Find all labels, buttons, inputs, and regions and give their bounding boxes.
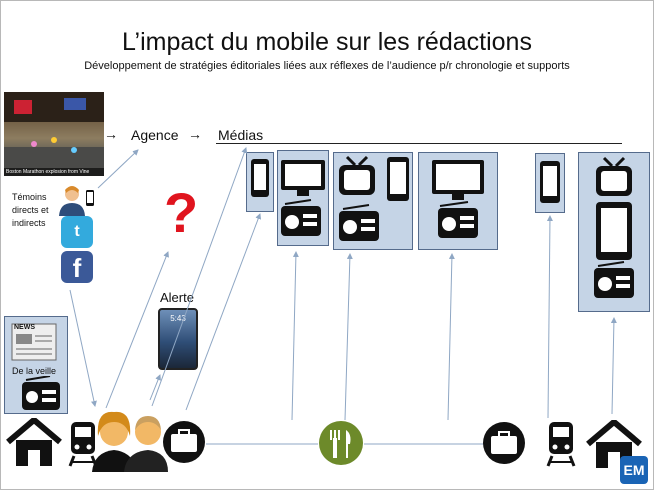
briefcase-icon — [483, 422, 525, 464]
news-label: NEWS — [14, 324, 35, 331]
train-icon — [68, 422, 98, 467]
slide-subtitle: Développement de stratégies éditoriales … — [84, 60, 570, 72]
briefcase-icon — [163, 421, 205, 463]
medias-label: Médias — [218, 127, 264, 143]
fork-knife-icon — [319, 421, 363, 465]
train-icon — [546, 422, 576, 467]
agence-label: Agence — [131, 127, 179, 143]
tv-phone-radio-icon — [339, 155, 409, 241]
witness-label-3: indirects — [12, 218, 46, 228]
timeline-line — [216, 143, 622, 144]
person-phone-icon — [59, 186, 94, 216]
alert-label: Alerte — [160, 290, 194, 305]
people-icon — [92, 411, 168, 472]
phone-time: 5:43 — [170, 314, 186, 323]
newspaper-icon — [11, 323, 57, 361]
radio-icon — [22, 376, 60, 410]
facebook-icon: f — [61, 251, 93, 283]
tv-tablet-radio-icon — [594, 156, 634, 298]
home-icon — [586, 420, 642, 468]
de-la-veille-label: De la veille — [12, 366, 57, 376]
arrow-icon: → — [188, 126, 202, 142]
photo-caption: Boston Marathon explosion from Vine — [4, 168, 104, 176]
em-logo: EM — [620, 456, 648, 484]
witness-label-2: directs et — [12, 205, 49, 215]
twitter-icon: t — [61, 216, 93, 248]
phone-alert-screenshot: 5:43 — [158, 308, 198, 370]
smartphone-icon — [251, 159, 269, 197]
vine-photo: Boston Marathon explosion from Vine — [4, 92, 104, 176]
tv-radio-icon — [281, 160, 325, 236]
smartphone-icon — [540, 161, 560, 203]
witness-label-1: Témoins — [12, 192, 47, 202]
home-icon — [6, 418, 62, 466]
question-icon: ? — [164, 181, 199, 244]
slide-title: L’impact du mobile sur les rédactions — [122, 28, 532, 56]
tv-radio-icon — [432, 160, 484, 238]
arrow-icon: → — [104, 126, 118, 142]
